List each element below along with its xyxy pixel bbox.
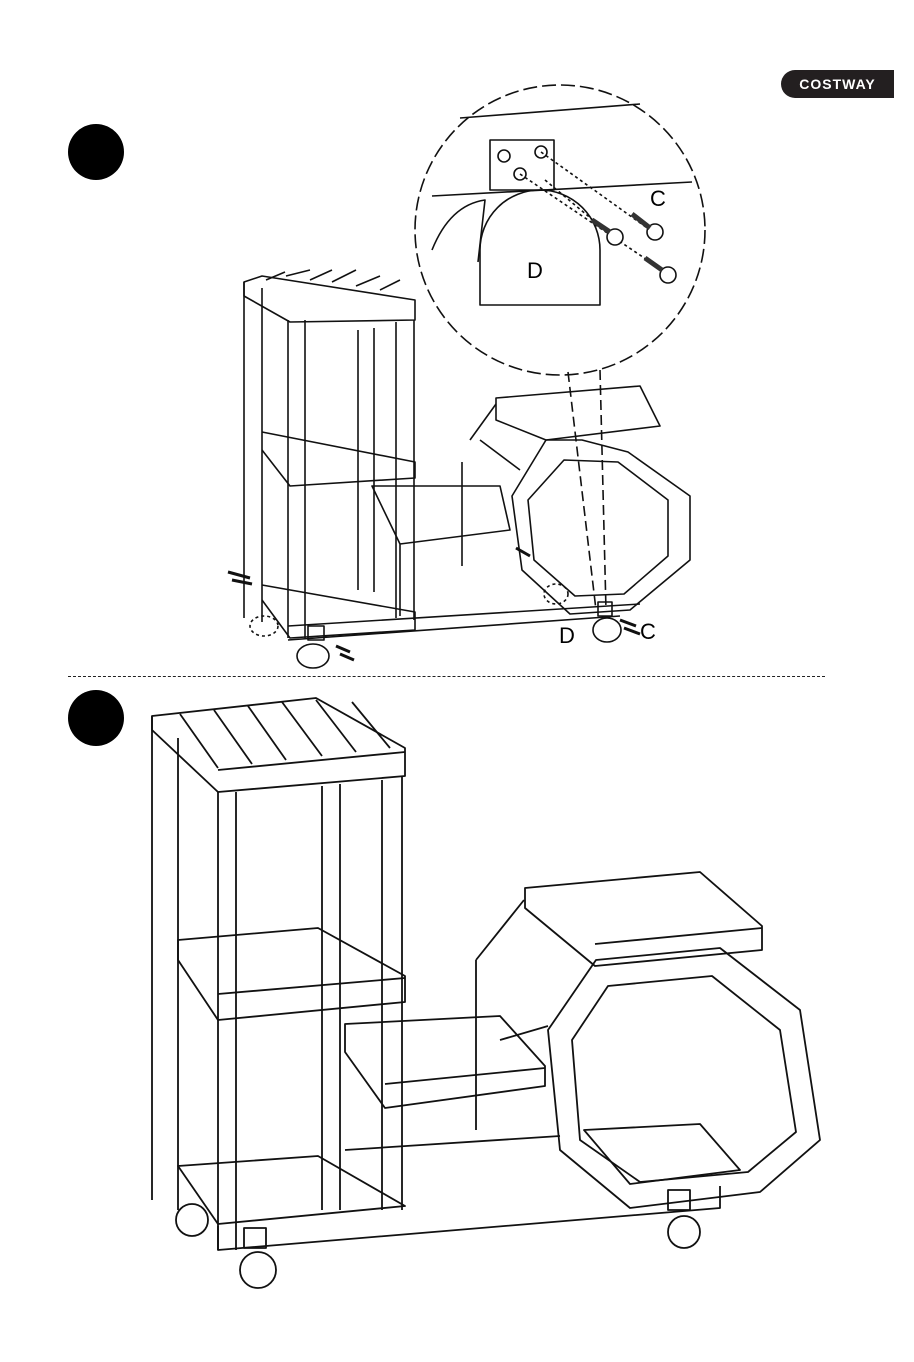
middle-shelf-assembled — [345, 1016, 560, 1150]
caster-assemblies-assembled — [176, 1190, 700, 1288]
octagon-frame-assembled — [476, 872, 820, 1208]
tall-tower-frame-assembled — [152, 698, 720, 1250]
